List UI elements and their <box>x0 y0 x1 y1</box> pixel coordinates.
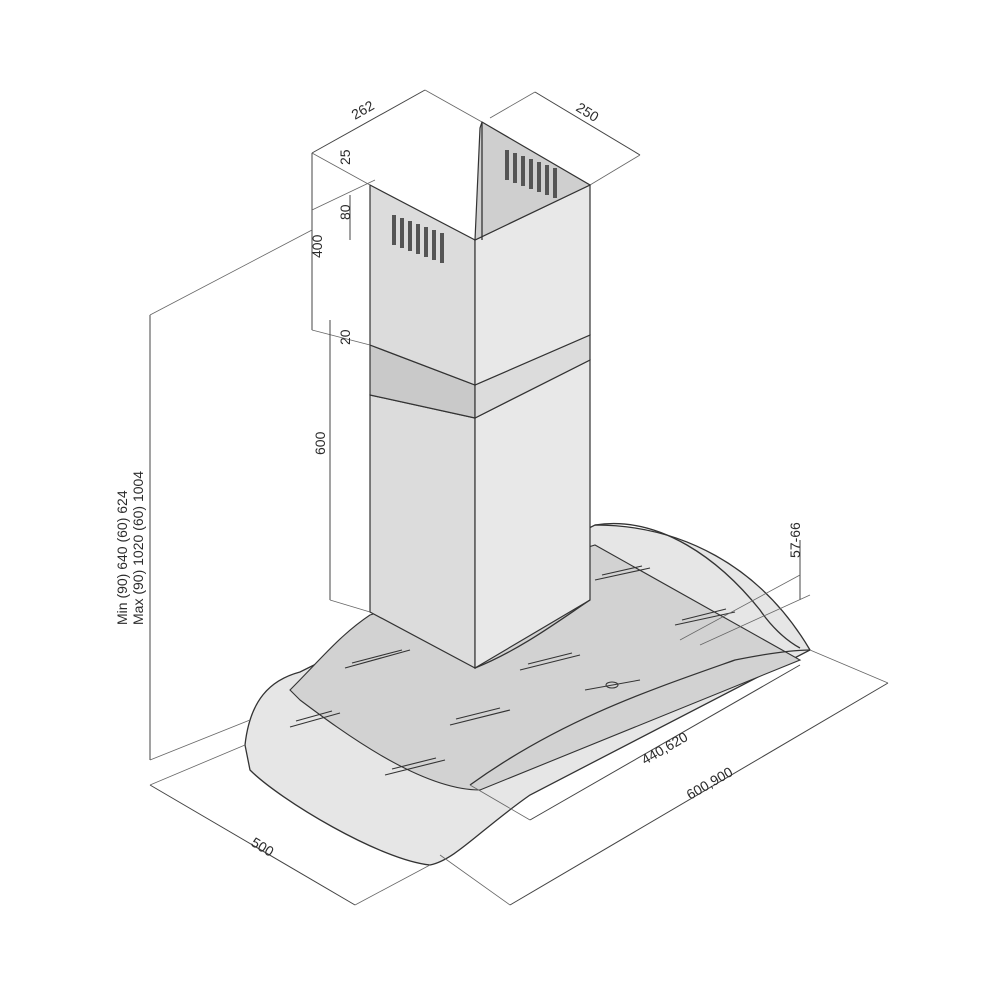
glass-highlights <box>289 565 736 776</box>
glass-top-edge <box>594 523 801 649</box>
left-vent-icon <box>392 215 444 263</box>
glass-front-edge <box>469 649 811 786</box>
dim-glass-thickness: 57-66 <box>787 522 803 558</box>
dimension-lines <box>149 89 889 906</box>
dim-lower-chimney: 600 <box>312 431 328 455</box>
control-panel-icon <box>584 679 641 691</box>
dim-joint-gap: 20 <box>337 329 353 345</box>
dim-upper-chimney: 400 <box>309 234 325 258</box>
back-vent-icon <box>505 150 557 198</box>
dim-max-height: Max (90) 1020 (60) 1004 <box>130 471 146 625</box>
lower-chimney-base-curve <box>474 599 591 669</box>
dim-top-offset: 25 <box>337 149 353 165</box>
dim-chimney-width: 250 <box>573 99 601 125</box>
lower-chimney <box>369 359 591 670</box>
dim-vent-height: 80 <box>337 204 353 220</box>
upper-chimney <box>369 121 592 386</box>
dim-min-height: Min (90) 640 (60) 624 <box>114 490 130 625</box>
dim-canopy-width: 600,900 <box>684 763 736 802</box>
dim-canopy-depth: 500 <box>248 834 276 860</box>
